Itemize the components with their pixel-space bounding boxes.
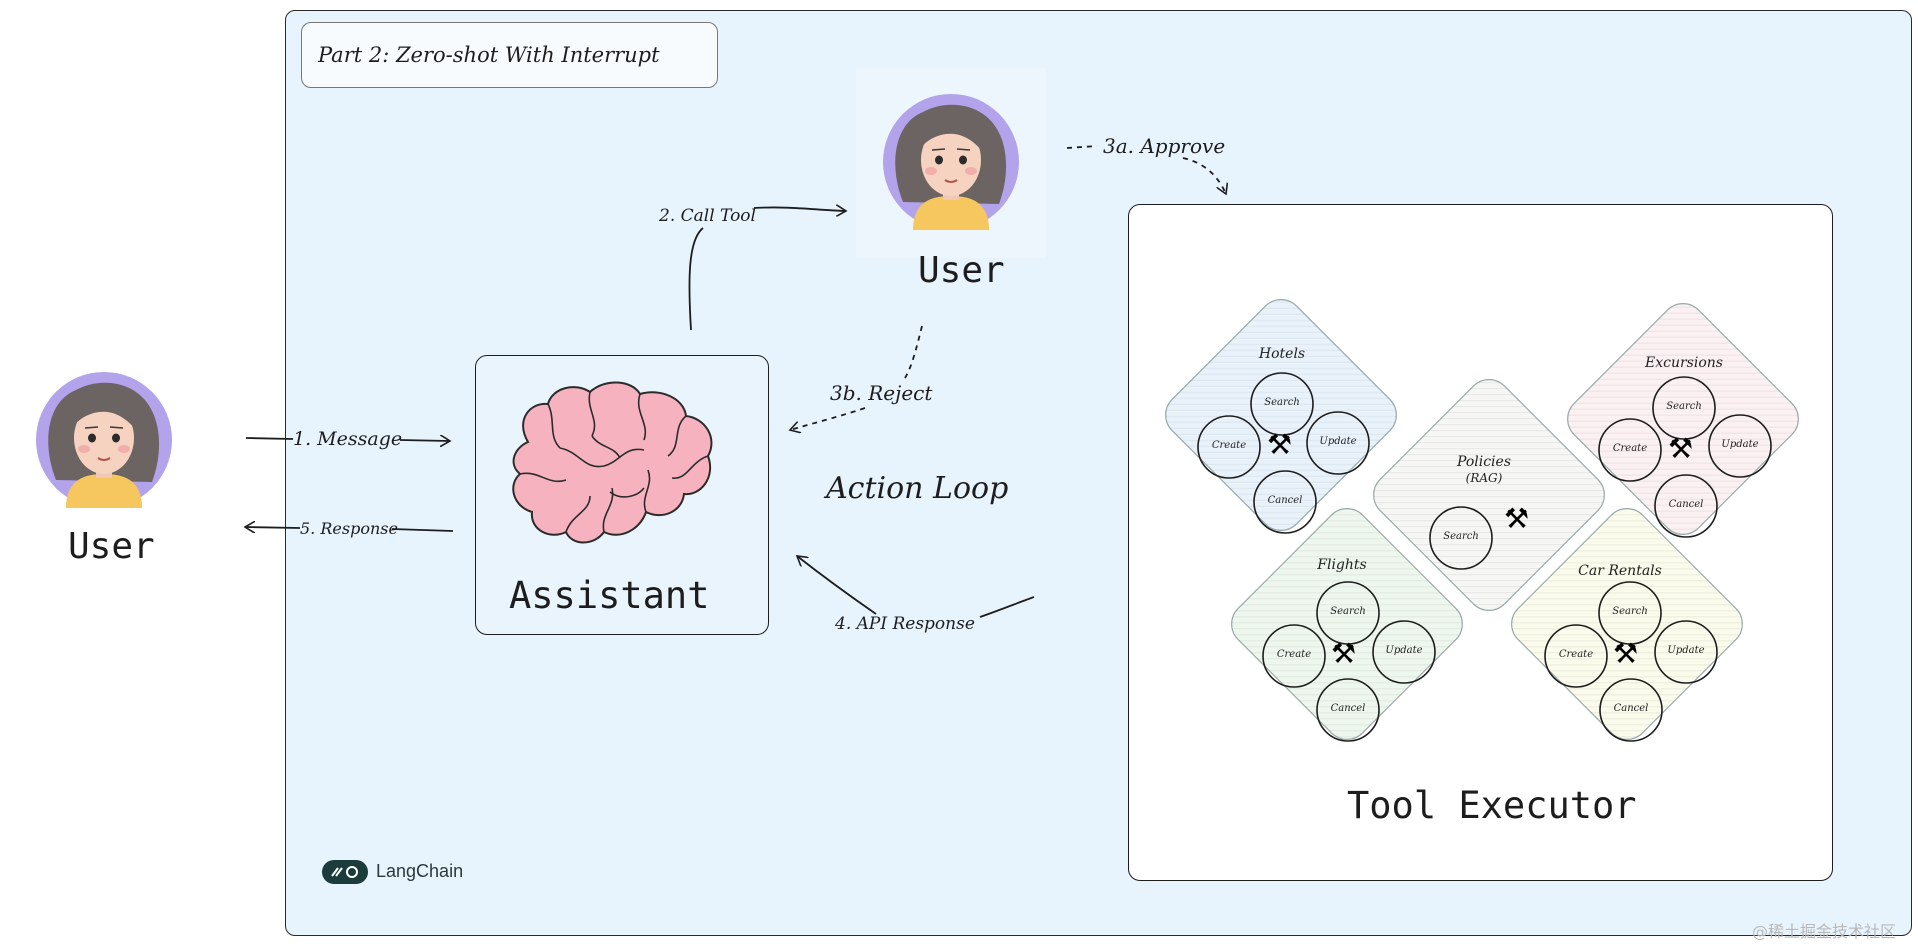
flights-create: Create [1276, 649, 1312, 660]
brain-icon [512, 381, 713, 544]
call-tool-label: 2. Call Tool [659, 206, 756, 226]
assistant-label: Assistant [509, 574, 710, 617]
hotels-tools-icon: ⚒ [1267, 428, 1293, 461]
flights-diamond [1231, 508, 1463, 740]
policies-subtitle: (RAG) [1465, 471, 1503, 485]
flights-update: Update [1385, 645, 1423, 656]
flights-tools-icon: ⚒ [1331, 637, 1357, 670]
hotels-title: Hotels [1258, 346, 1306, 362]
excursions-update: Update [1721, 439, 1759, 450]
call-tool-arrow [753, 207, 846, 211]
flights-search: Search [1330, 606, 1366, 617]
car-rentals-tools-icon: ⚒ [1613, 637, 1639, 670]
approve-arrow [1182, 157, 1226, 194]
car-rentals-diamond [1511, 508, 1743, 740]
flights-cancel: Cancel [1330, 703, 1366, 714]
car-rentals-title: Car Rentals [1578, 563, 1662, 579]
approve-line [1066, 145, 1098, 149]
part-title-box [301, 22, 718, 88]
part-title: Part 2: Zero-shot With Interrupt [318, 43, 660, 67]
langchain-logo-icon [322, 860, 368, 884]
car-rentals-cancel: Cancel [1613, 703, 1649, 714]
api-response-line [979, 596, 1035, 618]
policies-diamond [1373, 379, 1605, 611]
hotels-diamond [1165, 299, 1397, 531]
tool-executor-label: Tool Executor [1347, 784, 1637, 827]
message-arrow [399, 440, 450, 441]
response-arrow-right [391, 528, 454, 532]
api-response-arrow [797, 556, 877, 615]
policies-title: Policies [1456, 454, 1512, 470]
hotels-cancel: Cancel [1267, 495, 1303, 506]
response-arrow [245, 527, 301, 528]
hotels-update: Update [1319, 436, 1357, 447]
reject-arrow [790, 407, 866, 430]
approve-label: 3a. Approve [1103, 134, 1226, 158]
flights-title: Flights [1317, 557, 1367, 573]
langchain-brand-text: LangChain [376, 861, 464, 881]
car-rentals-update: Update [1667, 645, 1705, 656]
policies-search: Search [1443, 531, 1479, 542]
action-loop-label: Action Loop [826, 471, 1009, 506]
user-top-label: User [918, 250, 1005, 291]
message-arrow-left [245, 437, 294, 440]
tool-circles [1197, 372, 1772, 742]
excursions-tools-icon: ⚒ [1668, 432, 1694, 465]
api-response-label: 4. API Response [835, 614, 975, 634]
excursions-create: Create [1612, 443, 1648, 454]
reject-label: 3b. Reject [830, 381, 933, 405]
car-rentals-search: Search [1612, 606, 1648, 617]
excursions-cancel: Cancel [1668, 499, 1704, 510]
user-left-label: User [68, 526, 155, 567]
hotels-create: Create [1211, 440, 1247, 451]
response-label: 5. Response [300, 519, 398, 538]
call-tool-line [688, 227, 704, 331]
excursions-search: Search [1666, 401, 1702, 412]
user-left-avatar-icon [35, 371, 173, 509]
user-top-avatar-icon [882, 93, 1020, 231]
excursions-title: Excursions [1645, 355, 1723, 371]
policies-tools-icon: ⚒ [1504, 502, 1530, 535]
message-label: 1. Message [293, 428, 403, 450]
reject-line [904, 325, 923, 379]
watermark: @稀土掘金技术社区 [1752, 922, 1897, 941]
car-rentals-create: Create [1558, 649, 1594, 660]
hotels-search: Search [1264, 397, 1300, 408]
